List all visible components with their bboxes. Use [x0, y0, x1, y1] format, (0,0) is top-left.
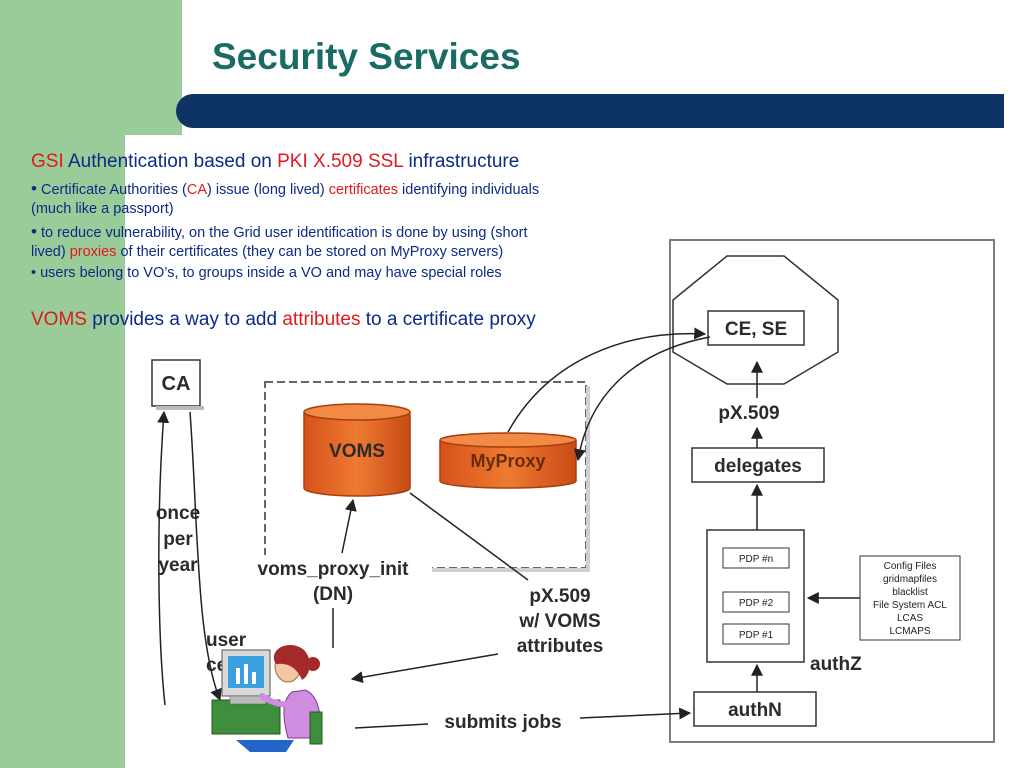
pdp-n-box [722, 547, 790, 569]
pdp-1-label: PDP #1 [739, 630, 774, 641]
ce-se-label: CE, SE [725, 319, 787, 340]
arrow-submits-to-authn [579, 707, 692, 720]
bar-tick-top [200, 90, 222, 92]
arrow-myproxy-to-ce [507, 327, 707, 433]
pdp-2-label: PDP #2 [739, 598, 774, 609]
year-label: year [158, 555, 198, 576]
voms-proxy-init-label: voms_proxy_init [258, 559, 410, 580]
title-bar [176, 94, 1004, 128]
voms-proxy-init-bg [234, 555, 432, 607]
slide-title: Security Services [212, 36, 521, 77]
ca-box-shadow [156, 406, 204, 410]
line-proxies: lived) proxies of their certificates (th… [31, 244, 504, 260]
authz-label: authZ [810, 654, 862, 675]
bar-tick-bottom [200, 130, 222, 132]
dn-label: (DN) [313, 584, 353, 605]
arrow-px509-to-user [350, 653, 499, 684]
ca-box [151, 359, 201, 407]
arrow-user-to-ca [157, 410, 170, 706]
myproxy-label: MyProxy [470, 451, 545, 471]
person-legs [236, 740, 294, 752]
authn-label: authN [728, 700, 782, 721]
screen-bar-3 [252, 672, 256, 684]
user-label: user [206, 630, 247, 651]
voms-cylinder-body [303, 412, 411, 497]
px509-voms-line1: pX.509 [529, 586, 590, 607]
ce-se-box [707, 310, 805, 346]
config-line-4: File System ACL [873, 600, 947, 611]
pdp-1-box [722, 623, 790, 645]
px509-voms-line3: attributes [517, 636, 604, 657]
delegates-box [691, 447, 825, 483]
line-ca: • Certificate Authorities (CA) issue (lo… [31, 179, 540, 198]
once-label: once [156, 503, 200, 524]
person-bun [306, 657, 320, 671]
myproxy-cylinder-top [439, 432, 577, 448]
pdp-2-box [722, 591, 790, 613]
arrow-ce-to-myproxy [573, 336, 711, 462]
delegates-label: delegates [714, 456, 802, 477]
ca-label: CA [162, 373, 191, 395]
config-line-5: LCAS [897, 613, 923, 624]
myproxy-cylinder-body [439, 440, 577, 489]
line-passport: (much like a passport) [31, 201, 174, 217]
arrow-init-to-voms [341, 498, 357, 554]
px509-label: pX.509 [718, 403, 779, 424]
person-arm [259, 693, 295, 708]
config-line-6: LCMAPS [889, 626, 930, 637]
line-voms: VOMS provides a way to add attributes to… [31, 309, 536, 330]
voms-label: VOMS [329, 441, 385, 462]
line-vo: • users belong to VO’s, to groups inside… [31, 265, 502, 281]
line-gsi: GSI Authentication based on PKI X.509 SS… [31, 151, 520, 172]
line-user-submits [354, 723, 429, 729]
top-decor-band [125, 0, 182, 135]
line-vulnerability: • to reduce vulnerability, on the Grid u… [31, 222, 528, 241]
screen-bar-2 [244, 664, 248, 684]
arrow-ca-to-user [189, 411, 222, 702]
config-line-3: blacklist [892, 587, 928, 598]
chair [309, 711, 323, 745]
config-box [859, 555, 961, 641]
per-label: per [163, 529, 193, 550]
person-hair [273, 645, 310, 680]
user-at-computer-illustration [211, 645, 323, 752]
authn-box [693, 691, 817, 727]
vo-box-shadow-right [586, 386, 590, 572]
px509-voms-line2: w/ VOMS [518, 611, 600, 632]
left-decor-band [0, 0, 125, 768]
desk [211, 699, 281, 735]
voms-cylinder-top [303, 403, 411, 421]
submits-jobs-label: submits jobs [444, 712, 561, 733]
config-line-1: Config Files [884, 561, 937, 572]
config-line-2: gridmapfiles [883, 574, 937, 585]
screen-bar-1 [236, 668, 240, 684]
pdp-n-label: PDP #n [739, 554, 773, 565]
line-voms-to-px509 [409, 492, 529, 581]
